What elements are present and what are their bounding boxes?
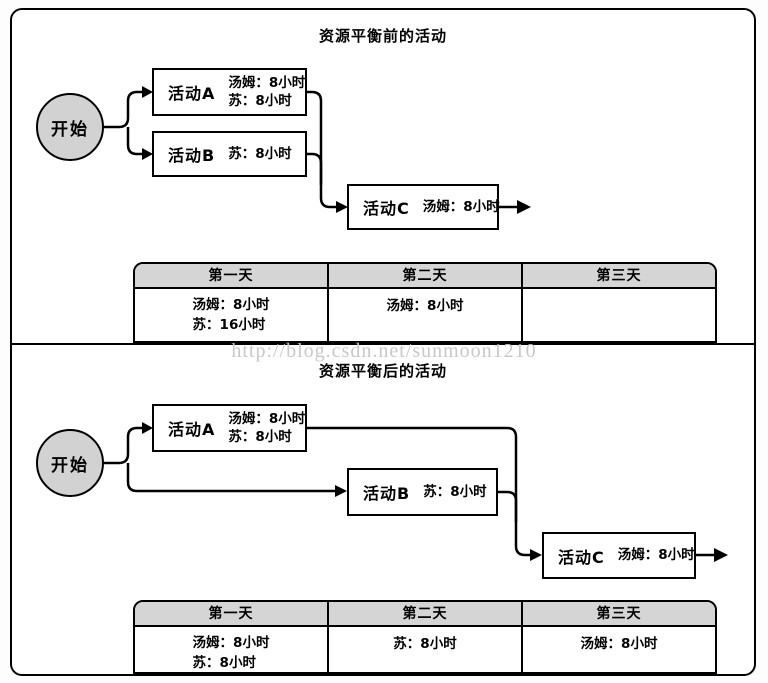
table-header-row: 第一天 第二天 第三天 [135, 264, 715, 289]
table-header-cell: 第一天 [135, 602, 329, 625]
start-label: 开始 [51, 455, 89, 476]
activity-box-c-before: 活动C 汤姆：8小时 [347, 184, 500, 230]
resource-line: 汤姆：8小时 [617, 547, 695, 564]
activity-box-a-after: 活动A 汤姆：8小时 苏：8小时 [152, 404, 307, 452]
activity-box-b-after: 活动B 苏：8小时 [347, 468, 498, 516]
resource-line: 汤姆：8小时 [192, 297, 270, 313]
resource-line: 苏：8小时 [423, 483, 487, 500]
table-cell-day3: 汤姆：8小时 [523, 627, 715, 674]
table-header-cell: 第一天 [135, 264, 329, 287]
resource-line: 苏：8小时 [393, 636, 457, 652]
table-cell-day1: 汤姆：8小时 苏：8小时 [135, 627, 329, 674]
resource-line: 汤姆：8小时 [580, 636, 658, 652]
table-header-cell: 第三天 [596, 606, 642, 622]
table-header-cell: 第二天 [329, 602, 523, 625]
table-cell-day2: 苏：8小时 [329, 627, 523, 674]
activity-name: 活动B [363, 484, 411, 503]
resource-line: 苏：8小时 [228, 429, 292, 445]
resource-line: 汤姆：8小时 [422, 198, 500, 215]
table-header-cell: 第二天 [329, 264, 523, 287]
resource-line: 汤姆：8小时 [386, 298, 464, 314]
activity-name: 活动C [363, 199, 410, 218]
activity-box-c-after: 活动C 汤姆：8小时 [542, 532, 696, 579]
activity-detail: 苏：8小时 [228, 145, 291, 163]
table-body-row: 汤姆：8小时 苏：8小时 苏：8小时 汤姆：8小时 [135, 627, 715, 674]
activity-box-a-before: 活动A 汤姆：8小时 苏：8小时 [152, 68, 307, 116]
activity-detail: 苏：8小时 [423, 483, 486, 501]
resource-line: 苏：8小时 [228, 145, 292, 162]
activity-detail: 汤姆：8小时 [618, 546, 695, 564]
activity-name: 活动A [168, 420, 216, 439]
activity-name: 活动A [168, 84, 216, 103]
start-node-before: 开始 [36, 93, 104, 161]
activity-detail: 汤姆：8小时 苏：8小时 [228, 410, 305, 446]
table-header-row: 第一天 第二天 第三天 [135, 602, 715, 627]
table-cell-day1: 汤姆：8小时 苏：16小时 [135, 289, 329, 341]
table-cell-day3 [523, 289, 715, 341]
activity-name: 活动C [558, 547, 605, 567]
start-node-after: 开始 [36, 429, 104, 497]
activity-box-b-before: 活动B 苏：8小时 [152, 131, 307, 177]
resource-line: 苏：8小时 [192, 655, 256, 672]
table-body-row: 汤姆：8小时 苏：16小时 汤姆：8小时 [135, 289, 715, 341]
resource-line: 汤姆：8小时 [228, 410, 306, 427]
table-cell-day2: 汤姆：8小时 [329, 289, 523, 341]
start-label: 开始 [51, 119, 89, 140]
page-title-after: 资源平衡后的活动 [318, 362, 447, 380]
activity-detail: 汤姆：8小时 苏：8小时 [228, 74, 305, 110]
resource-line: 汤姆：8小时 [228, 74, 306, 91]
resource-table-before: 第一天 第二天 第三天 汤姆：8小时 苏：16小时 汤姆：8小时 [133, 262, 717, 343]
resource-line: 汤姆：8小时 [192, 635, 270, 651]
resource-table-after: 第一天 第二天 第三天 汤姆：8小时 苏：8小时 苏：8小时 汤姆：8小时 [133, 600, 717, 674]
resource-line: 苏：8小时 [228, 93, 292, 109]
page-title-before: 资源平衡前的活动 [318, 27, 447, 45]
resource-line: 苏：16小时 [192, 317, 266, 334]
table-header-cell: 第三天 [596, 268, 642, 284]
activity-detail: 汤姆：8小时 [423, 198, 500, 216]
activity-name: 活动B [168, 146, 216, 165]
